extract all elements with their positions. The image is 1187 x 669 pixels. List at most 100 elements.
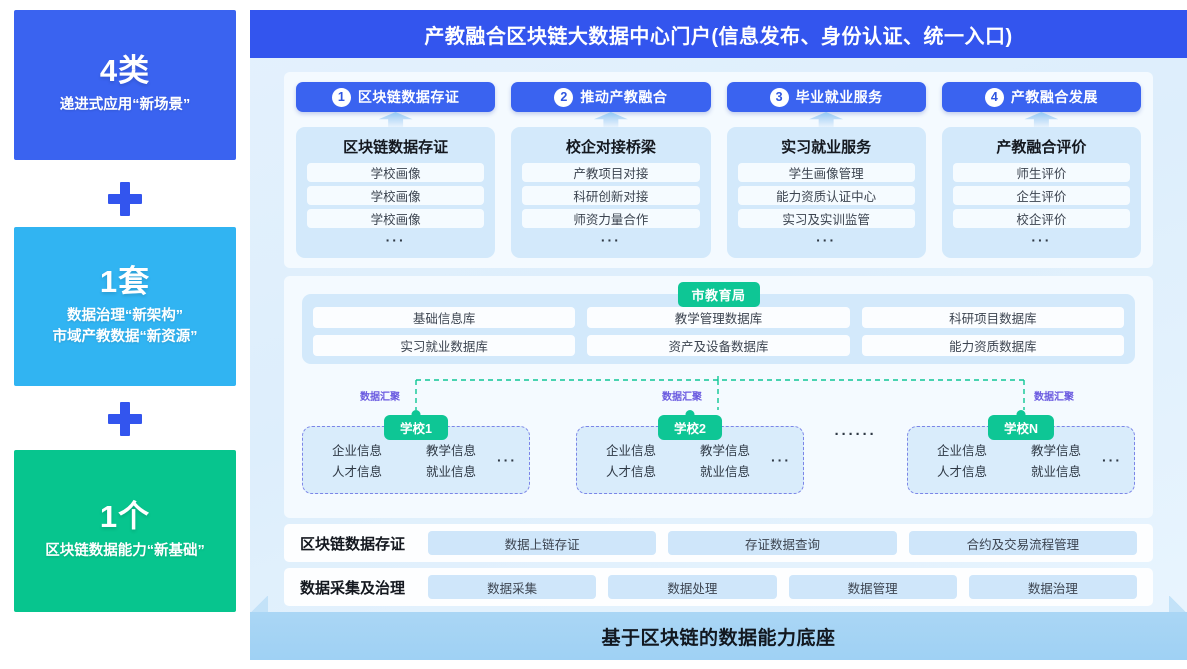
scenario-pill-label-1: 区块链数据存证 [357,89,460,105]
connector-dot-icon [1016,410,1026,419]
list-item[interactable]: 学校画像 [307,209,485,228]
list-item[interactable]: 产教项目对接 [522,163,700,182]
list-item[interactable]: 企生评价 [952,186,1130,205]
left-rail: 4类 递进式应用“新场景” 1套 数据治理“新架构” 市域产教数据“新资源” 1… [14,10,236,660]
scenario-panel-title-3: 实习就业服务 [781,139,872,156]
scenario-number-icon: 2 [554,87,574,107]
database-cell[interactable]: 教学管理数据库 [587,307,850,328]
school-ellipsis-1: ··· [497,452,517,468]
list-item[interactable]: 师生评价 [952,163,1130,182]
list-item[interactable]: 实习及实训监管 [737,209,915,228]
scenario-card-4[interactable]: 4 产教融合发展 产教融合评价 师生评价 企生评价 校企评价 ··· [941,82,1141,258]
arrow-up-icon-4 [942,112,1141,127]
arrow-up-icon-3 [727,112,926,127]
school-field: 就业信息 [699,465,750,479]
school-body-1: 企业信息 教学信息 人才信息 就业信息 ··· [303,440,529,480]
list-item[interactable]: 学校画像 [307,186,485,205]
scenario-pill-label-4: 产教融合发展 [1010,89,1098,105]
data-governance-strip: 数据采集及治理 数据采集 数据处理 数据管理 数据治理 [284,568,1153,606]
scenario-card-1[interactable]: 1 区块链数据存证 区块链数据存证 学校画像 学校画像 学校画像 ··· [296,82,496,258]
school-field: 就业信息 [1030,465,1081,479]
school-badge-1: 学校1 [384,415,448,440]
strip-cell[interactable]: 数据上链存证 [428,531,657,555]
school-node-2[interactable]: 学校2 企业信息 教学信息 人才信息 就业信息 ··· [576,410,804,494]
strip-cell[interactable]: 数据处理 [608,575,777,599]
base-left-bevel [250,596,268,613]
rail-block-1-sub: 递进式应用“新场景” [59,96,191,113]
scenario-pill-label-3: 毕业就业服务 [795,89,883,105]
database-cell[interactable]: 科研项目数据库 [861,307,1124,328]
strip-cell[interactable]: 数据治理 [968,575,1137,599]
database-cell[interactable]: 能力资质数据库 [861,335,1124,356]
list-item[interactable]: 学校画像 [307,163,485,182]
scenario-pill-1[interactable]: 1 区块链数据存证 [296,82,496,112]
school-fields-2: 企业信息 教学信息 人才信息 就业信息 [589,440,767,480]
scenario-number-icon: 3 [769,87,789,107]
list-item[interactable]: 学生画像管理 [737,163,915,182]
school-field: 人才信息 [331,465,382,479]
database-cell[interactable]: 实习就业数据库 [313,335,576,356]
rail-block-2-sub-line1: 数据治理“新架构” [67,307,183,324]
rail-block-3-big: 1个 [99,499,151,535]
school-field: 教学信息 [699,444,750,458]
school-nodes: 学校1 企业信息 教学信息 人才信息 就业信息 ··· 学校2 [302,410,1135,500]
rail-block-2-sub: 数据治理“新架构” 市域产教数据“新资源” [53,306,198,348]
blockchain-evidence-strip: 区块链数据存证 数据上链存证 存证数据查询 合约及交易流程管理 [284,524,1153,562]
aggregation-label-2: 数据汇聚 [662,392,702,403]
list-item[interactable]: 校企评价 [952,209,1130,228]
school-field: 企业信息 [331,444,382,458]
arrow-up-icon-2 [511,112,710,127]
school-node-n[interactable]: 学校N 企业信息 教学信息 人才信息 就业信息 ··· [907,410,1135,494]
school-fields-n: 企业信息 教学信息 人才信息 就业信息 [920,440,1098,480]
connector-dot-icon [685,410,695,419]
scenario-panel-1: 区块链数据存证 学校画像 学校画像 学校画像 ··· [296,127,496,258]
schools-gap-ellipsis: ······ [834,426,877,443]
strip-cell[interactable]: 数据采集 [428,575,597,599]
scenario-panel-3: 实习就业服务 学生画像管理 能力资质认证中心 实习及实训监管 ··· [726,127,926,258]
scenario-pill-3[interactable]: 3 毕业就业服务 [726,82,926,112]
rail-block-architecture: 1套 数据治理“新架构” 市域产教数据“新资源” [14,227,236,386]
strip-cell[interactable]: 数据管理 [788,575,957,599]
diagram-stage: 产教融合区块链大数据中心门户(信息发布、身份认证、统一入口) 1 区块链数据存证… [250,10,1187,660]
database-grid: 基础信息库 教学管理数据库 科研项目数据库 实习就业数据库 资产及设备数据库 能… [313,307,1124,356]
aggregation-label-1: 数据汇聚 [360,392,400,403]
list-item[interactable]: 能力资质认证中心 [737,186,915,205]
school-field: 就业信息 [425,465,476,479]
rail-block-2-big: 1套 [99,264,151,300]
rail-block-foundation: 1个 区块链数据能力“新基础” [14,450,236,612]
scenario-panel-2: 校企对接桥梁 产教项目对接 科研创新对接 师资力量合作 ··· [511,127,711,258]
portal-header-title: 产教融合区块链大数据中心门户(信息发布、身份认证、统一入口) [424,25,1013,48]
school-field: 教学信息 [1030,444,1081,458]
list-item[interactable]: 师资力量合作 [522,209,700,228]
base-right-bevel [1169,596,1187,613]
scenario-pill-4[interactable]: 4 产教融合发展 [941,82,1141,112]
school-field: 教学信息 [425,444,476,458]
aggregation-tree-lines [415,376,1025,410]
school-node-1[interactable]: 学校1 企业信息 教学信息 人才信息 就业信息 ··· [302,410,530,494]
scenario-pill-label-2: 推动产教融合 [580,89,668,105]
ellipsis-1: ··· [385,232,406,248]
strip-cell[interactable]: 合约及交易流程管理 [908,531,1137,555]
scenario-cards: 1 区块链数据存证 区块链数据存证 学校画像 学校画像 学校画像 ··· 2 [284,72,1153,268]
school-field: 企业信息 [936,444,987,458]
strip-title-1: 区块链数据存证 [300,535,406,553]
school-badge-2: 学校2 [658,415,722,440]
school-body-n: 企业信息 教学信息 人才信息 就业信息 ··· [908,440,1134,480]
aggregation-label-3: 数据汇聚 [1034,392,1074,403]
scenario-card-2[interactable]: 2 推动产教融合 校企对接桥梁 产教项目对接 科研创新对接 师资力量合作 ··· [511,82,711,258]
connector-dot-icon [411,410,421,419]
arrow-up-icon-1 [296,112,495,127]
database-cell[interactable]: 资产及设备数据库 [587,335,850,356]
list-item[interactable]: 科研创新对接 [522,186,700,205]
scenario-card-3[interactable]: 3 毕业就业服务 实习就业服务 学生画像管理 能力资质认证中心 实习及实训监管 … [726,82,926,258]
strip-cells-1: 数据上链存证 存证数据查询 合约及交易流程管理 [428,531,1137,555]
school-fields-1: 企业信息 教学信息 人才信息 就业信息 [315,440,493,480]
bureau-panel: 市教育局 基础信息库 教学管理数据库 科研项目数据库 实习就业数据库 资产及设备… [302,282,1135,364]
strip-cell[interactable]: 存证数据查询 [668,531,897,555]
plus-separator-1 [14,182,236,221]
rail-block-2-sub-line2: 市域产教数据“新资源” [52,328,198,345]
database-cell[interactable]: 基础信息库 [313,307,576,328]
scenario-pill-2[interactable]: 2 推动产教融合 [511,82,711,112]
scenario-number-icon: 4 [984,87,1004,107]
